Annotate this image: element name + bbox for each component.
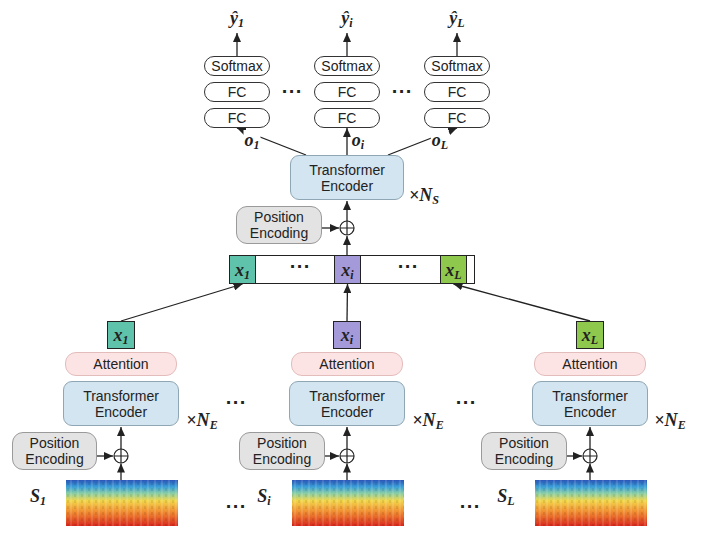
feature-vector: xL (440, 255, 467, 284)
math-label: ŷL (449, 8, 464, 28)
spectrogram (66, 480, 647, 526)
node-text: ··· (380, 259, 436, 275)
process-box: FC (424, 82, 490, 102)
node-text: xL (445, 260, 461, 280)
ellipsis: ··· (281, 82, 302, 101)
node-text: Position Encoding (242, 209, 316, 241)
process-box: Attention (534, 352, 646, 376)
math-label: ×NE (654, 410, 685, 430)
node-text: Transformer Encoder (295, 388, 399, 420)
node-text: Attention (93, 356, 148, 372)
node-text: x1 (235, 260, 250, 280)
node-text: x1 (114, 325, 129, 345)
process-box: Transformer Encoder (290, 155, 404, 200)
process-box: FC (314, 108, 380, 128)
node-text: FC (338, 84, 357, 100)
connector (237, 128, 306, 155)
process-box: Softmax (204, 56, 270, 76)
sequence-bar: ··· ··· x1 xi xL (229, 255, 475, 284)
node-text: Position Encoding (487, 435, 561, 467)
node-text: Position Encoding (18, 435, 91, 467)
node-text: FC (338, 110, 357, 126)
connector (346, 128, 347, 155)
process-box: Softmax (314, 56, 380, 76)
edge-label: o1 (244, 130, 261, 150)
node-text: Softmax (321, 58, 372, 74)
math-label: SL (497, 486, 514, 506)
node-text: Transformer Encoder (538, 388, 642, 420)
process-box: Attention (65, 352, 177, 376)
process-box: FC (204, 108, 270, 128)
math-label: ŷ1 (230, 8, 244, 28)
process-box: Transformer Encoder (289, 381, 405, 426)
ellipsis: ··· (455, 393, 476, 412)
connector (346, 284, 348, 321)
node-text: xL (582, 325, 598, 345)
process-box: FC (204, 82, 270, 102)
node-text: FC (228, 110, 247, 126)
ellipsis: ··· (391, 82, 412, 101)
connector (121, 284, 243, 321)
sum-cross (114, 221, 597, 463)
math-label: Si (257, 486, 270, 506)
connector (388, 128, 457, 155)
feature-vector: xi (333, 321, 361, 349)
edge-label: oi (351, 130, 365, 150)
ellipsis: ··· (459, 497, 480, 516)
feature-vector: x1 (229, 255, 256, 284)
math-label: ŷi (341, 8, 352, 28)
process-box: Attention (291, 352, 403, 376)
connector (454, 284, 591, 321)
math-label: ×NE (186, 410, 217, 430)
feature-vector: xi (334, 255, 361, 284)
edge-label: oL (431, 130, 449, 150)
process-box: Position Encoding (236, 206, 322, 244)
math-label: ×NE (412, 410, 443, 430)
node-text: Softmax (431, 58, 482, 74)
node-text: xi (341, 260, 353, 280)
process-box: FC (424, 108, 490, 128)
ellipsis: ··· (225, 393, 246, 412)
node-text: xi (341, 325, 353, 345)
node-text: Position Encoding (245, 435, 319, 467)
process-box: Transformer Encoder (532, 381, 648, 426)
node-text: FC (448, 84, 467, 100)
math-label: S1 (30, 486, 46, 506)
node-text: FC (448, 110, 467, 126)
sum-symbol (114, 221, 597, 463)
node-text: Transformer Encoder (296, 162, 398, 194)
process-box: Position Encoding (481, 432, 567, 470)
process-box: Softmax (424, 56, 490, 76)
node-text: Attention (562, 356, 617, 372)
node-text: FC (228, 84, 247, 100)
node-text: Softmax (211, 58, 262, 74)
node-text: Attention (319, 356, 374, 372)
process-box: Position Encoding (239, 432, 325, 470)
node-text: ··· (274, 259, 326, 275)
feature-vector: x1 (107, 321, 135, 349)
math-label: ×NS (409, 185, 439, 205)
process-box: Transformer Encoder (63, 381, 179, 426)
process-box: FC (314, 82, 380, 102)
feature-vector: xL (576, 321, 604, 349)
process-box: Position Encoding (12, 432, 97, 470)
ellipsis: ··· (225, 497, 246, 516)
node-text: Transformer Encoder (69, 388, 173, 420)
